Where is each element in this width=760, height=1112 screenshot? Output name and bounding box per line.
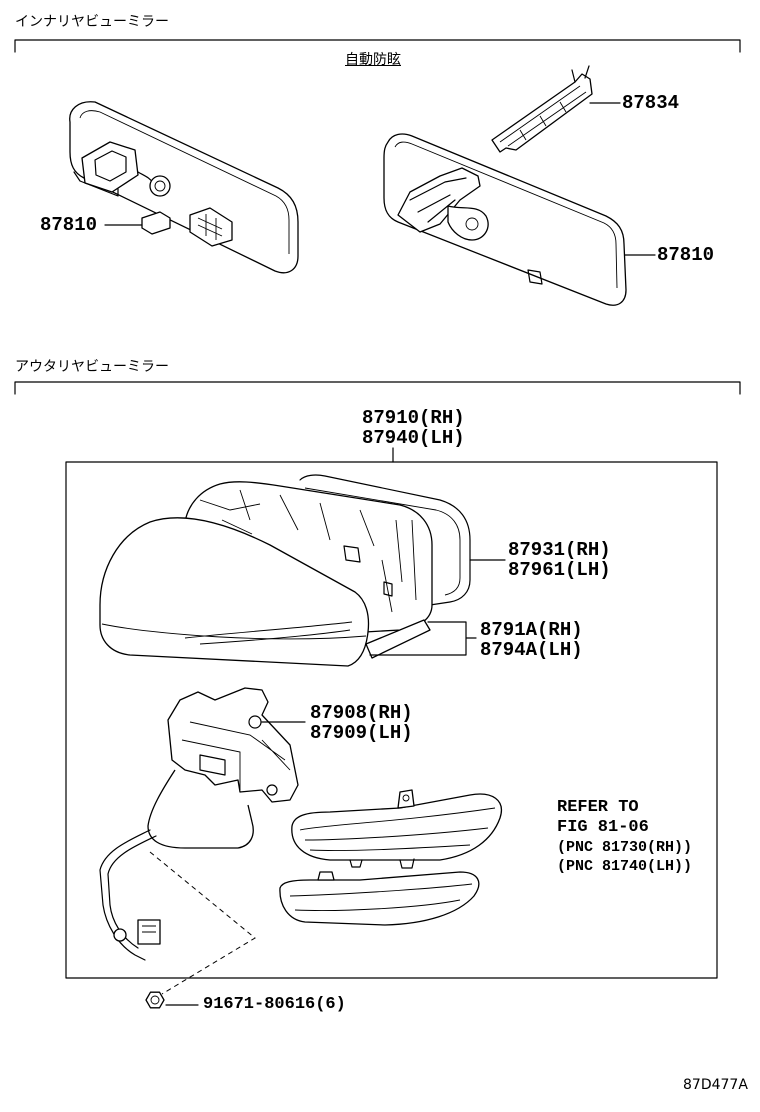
mount-base-plate-left bbox=[73, 171, 119, 197]
label-87834: 87834 bbox=[622, 92, 680, 114]
nut-91671 bbox=[145, 991, 165, 1009]
label-87910-rh: 87910(RH) bbox=[362, 407, 465, 429]
label-nut-91671: 91671-80616(6) bbox=[203, 995, 346, 1014]
nut-hex bbox=[145, 991, 165, 1009]
wire-harness-clip bbox=[113, 928, 127, 942]
mirror-shell bbox=[99, 517, 370, 667]
refer-fig-label: FIG 81-06 bbox=[557, 818, 649, 837]
mount-stem-right bbox=[447, 205, 489, 241]
lower-housing bbox=[147, 769, 254, 849]
section-title-outer: アウタリヤビューミラー bbox=[15, 359, 169, 375]
section-title-inner: インナリヤビューミラー bbox=[15, 14, 169, 30]
inner-mirror-right-edge bbox=[394, 141, 618, 289]
housing-frame-ribs bbox=[199, 489, 417, 613]
variant-label: 自動防眩 bbox=[345, 52, 401, 68]
mirror-cover-87931 bbox=[299, 474, 471, 606]
mount-bracket-right-detail bbox=[409, 177, 467, 223]
mount-ball-left-inner bbox=[154, 180, 166, 192]
section-bracket-outer bbox=[14, 381, 741, 395]
section-bracket-inner bbox=[14, 39, 741, 53]
inner-mirror-right bbox=[383, 133, 627, 306]
mirror-base-outline bbox=[167, 687, 299, 803]
refer-pnc-rh: (PNC 81730(RH)) bbox=[557, 839, 693, 856]
mirror-base-ribs bbox=[181, 721, 291, 790]
label-8791A-rh: 8791A(RH) bbox=[480, 619, 583, 641]
nut-hole bbox=[150, 995, 160, 1005]
turn-signal-lower-outline bbox=[279, 871, 480, 926]
cover-ring-inner bbox=[304, 487, 461, 596]
sensor-window-right bbox=[527, 269, 543, 285]
mirror-base-motor bbox=[199, 754, 226, 776]
inner-mirror-left bbox=[69, 101, 299, 274]
turn-signal-upper-tab bbox=[397, 789, 415, 809]
wire-harness-connector-detail bbox=[142, 925, 156, 933]
wire-harness-line-a bbox=[99, 829, 151, 961]
label-87961-lh: 87961(LH) bbox=[508, 559, 611, 581]
turn-signal-upper-outline bbox=[291, 793, 502, 861]
leader-8791A bbox=[369, 621, 477, 656]
mount-ball-right bbox=[465, 217, 479, 231]
turn-signal-upper-lens-lines bbox=[299, 807, 496, 851]
sensor-87810-left bbox=[141, 211, 171, 235]
turn-signal-upper-bottom-tabs bbox=[349, 858, 415, 869]
turn-signal-lower-lines bbox=[289, 883, 473, 911]
label-87810-left: 87810 bbox=[40, 214, 98, 236]
mount-bracket-right bbox=[397, 167, 481, 233]
label-8794A-lh: 8794A(LH) bbox=[480, 639, 583, 661]
refer-to-label: REFER TO bbox=[557, 798, 639, 817]
turn-signal-lamp-lower bbox=[279, 871, 480, 926]
connector-left bbox=[189, 207, 233, 247]
cover-ring-outer bbox=[299, 474, 471, 606]
label-87909-lh: 87909(LH) bbox=[310, 722, 413, 744]
label-87931-rh: 87931(RH) bbox=[508, 539, 611, 561]
assembly-box bbox=[65, 461, 718, 979]
mount-ball-left bbox=[149, 175, 171, 197]
mount-bracket-left-inner bbox=[94, 150, 127, 182]
connector-left-pins bbox=[197, 214, 223, 240]
mirror-shell-outline bbox=[99, 517, 370, 667]
turn-signal-lower-tab bbox=[317, 871, 335, 881]
turn-signal-upper-tab-hole bbox=[402, 794, 410, 802]
inner-mirror-left-body bbox=[69, 101, 299, 274]
mirror-glass-8791A bbox=[365, 619, 431, 659]
harness-cover-detail bbox=[499, 85, 587, 147]
wire-harness bbox=[99, 829, 161, 961]
housing-frame-clip bbox=[343, 545, 393, 597]
inner-mirror-left-edge bbox=[79, 110, 290, 254]
refer-pnc-lh: (PNC 81740(LH)) bbox=[557, 858, 693, 875]
assembly-dashed-line bbox=[149, 851, 256, 995]
mirror-shell-lamp-slot bbox=[184, 621, 353, 645]
label-87940-lh: 87940(LH) bbox=[362, 427, 465, 449]
mirror-base-bolt bbox=[248, 715, 262, 729]
mirror-shell-lip bbox=[101, 623, 367, 640]
label-87908-rh: 87908(RH) bbox=[310, 702, 413, 724]
harness-cover-prongs bbox=[571, 65, 590, 83]
figure-code: 87D477A bbox=[683, 1077, 748, 1093]
mirror-base-87908 bbox=[167, 687, 299, 803]
turn-signal-lamp-upper bbox=[291, 789, 502, 869]
harness-cover-87834 bbox=[491, 65, 593, 153]
mirror-base-pivot bbox=[266, 784, 278, 796]
label-87810-right: 87810 bbox=[657, 244, 715, 266]
